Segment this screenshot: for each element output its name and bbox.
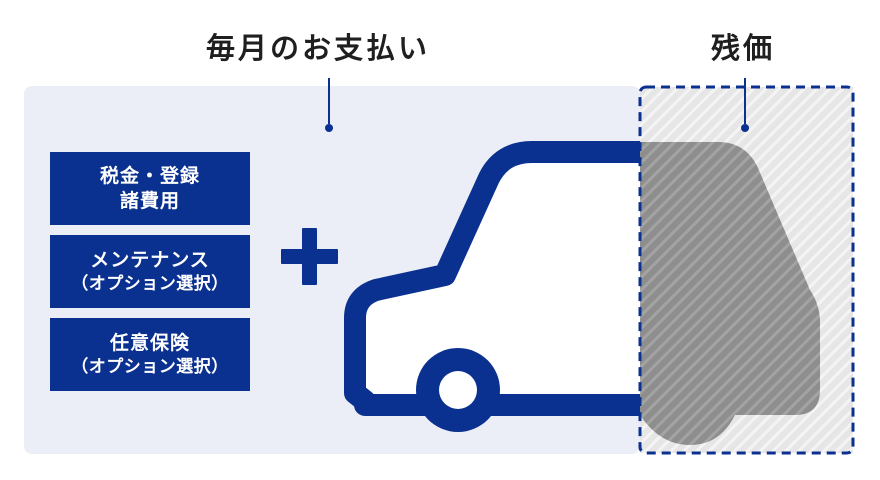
residual-leader-line	[741, 78, 749, 132]
box-line: メンテナンス	[90, 249, 210, 272]
tax-registration-box: 税金・登録 諸費用	[50, 152, 250, 225]
residual-border	[638, 85, 855, 455]
residual-value-label: 残価	[711, 31, 776, 65]
residual-car-shape	[640, 142, 820, 445]
insurance-box: 任意保険 （オプション選択）	[50, 318, 250, 391]
car-icon	[344, 141, 640, 432]
box-line: 税金・登録	[99, 164, 200, 187]
box-line: 任意保険	[109, 332, 190, 355]
box-subline: （オプション選択）	[71, 273, 229, 294]
monthly-leader-line	[325, 78, 333, 132]
maintenance-box: メンテナンス （オプション選択）	[50, 235, 250, 308]
box-line: 諸費用	[119, 189, 180, 212]
plus-icon	[281, 228, 338, 285]
monthly-payment-label: 毎月のお支払い	[206, 31, 431, 65]
box-subline: （オプション選択）	[71, 356, 229, 377]
